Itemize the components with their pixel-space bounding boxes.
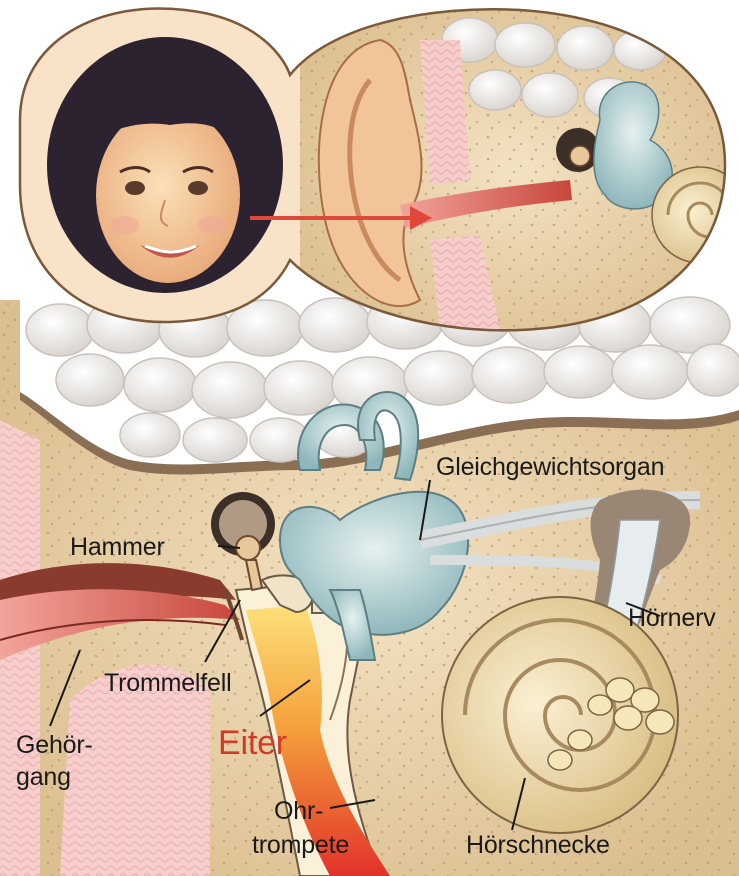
label-hammer: Hammer bbox=[70, 532, 165, 562]
label-ohrtrompete-line2: trompete bbox=[252, 830, 349, 860]
label-gehoergang-line2: gang bbox=[16, 762, 71, 792]
label-gehoergang-line1: Gehör- bbox=[16, 730, 93, 760]
label-trommelfell: Trommelfell bbox=[104, 668, 231, 698]
label-hoerschnecke: Hörschnecke bbox=[466, 830, 610, 860]
label-ohrtrompete-line1: Ohr- bbox=[274, 796, 323, 826]
child-portrait bbox=[47, 37, 283, 293]
label-gleichgewichtsorgan: Gleichgewichtsorgan bbox=[436, 452, 664, 482]
label-eiter: Eiter bbox=[218, 724, 287, 762]
top-inset bbox=[20, 0, 739, 340]
label-hoernerv: Hörnerv bbox=[628, 603, 716, 633]
cross-section bbox=[0, 294, 739, 876]
